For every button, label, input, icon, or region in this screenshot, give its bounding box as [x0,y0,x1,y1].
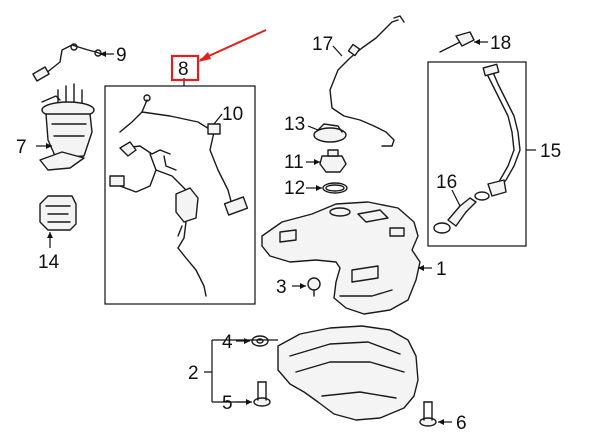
part-8-sender-assembly [109,141,207,297]
callout-1[interactable]: 1 [436,259,447,280]
part-15-group-box [427,61,527,247]
callout-12[interactable]: 12 [284,178,305,199]
part-14-bracket [39,195,77,231]
part-8-group-box [104,85,256,305]
callout-8[interactable]: 8 [178,59,189,80]
part-13-seal-ring [313,123,347,143]
part-7-pump-module [39,83,95,171]
part-9-harness [32,43,105,82]
callout-5[interactable]: 5 [222,393,233,414]
callout-15[interactable]: 15 [540,141,561,162]
callout-13[interactable]: 13 [284,114,305,135]
callout-10[interactable]: 10 [222,104,243,125]
part-3-fastener [307,277,321,297]
callout-labels: 9 7 14 8 10 17 18 13 11 12 15 16 1 3 4 2… [16,33,561,434]
highlight-callout-8 [170,29,267,82]
part-12-o-ring [322,182,348,194]
part-11-valve [319,149,347,173]
part-18-cap [439,31,475,53]
callout-7[interactable]: 7 [16,137,27,158]
callout-4[interactable]: 4 [222,332,233,353]
callout-6[interactable]: 6 [456,413,467,434]
part-5-bolt [253,381,271,407]
part-17-vent-line [329,15,405,147]
callout-9[interactable]: 9 [116,45,127,66]
part-15-filler-pipe [482,63,521,197]
callout-3[interactable]: 3 [276,277,287,298]
part-1-fuel-tank [261,201,421,315]
part-16-hose [433,191,490,234]
callout-17[interactable]: 17 [312,34,333,55]
part-4-washer [251,335,269,347]
part-2-shield [277,325,419,421]
callout-11[interactable]: 11 [284,152,304,173]
part-6-bolt [419,401,437,427]
callout-16[interactable]: 16 [436,172,457,193]
callout-18[interactable]: 18 [490,33,511,54]
arrowheads [46,39,480,425]
callout-14[interactable]: 14 [38,252,60,273]
callout-2[interactable]: 2 [188,363,199,384]
